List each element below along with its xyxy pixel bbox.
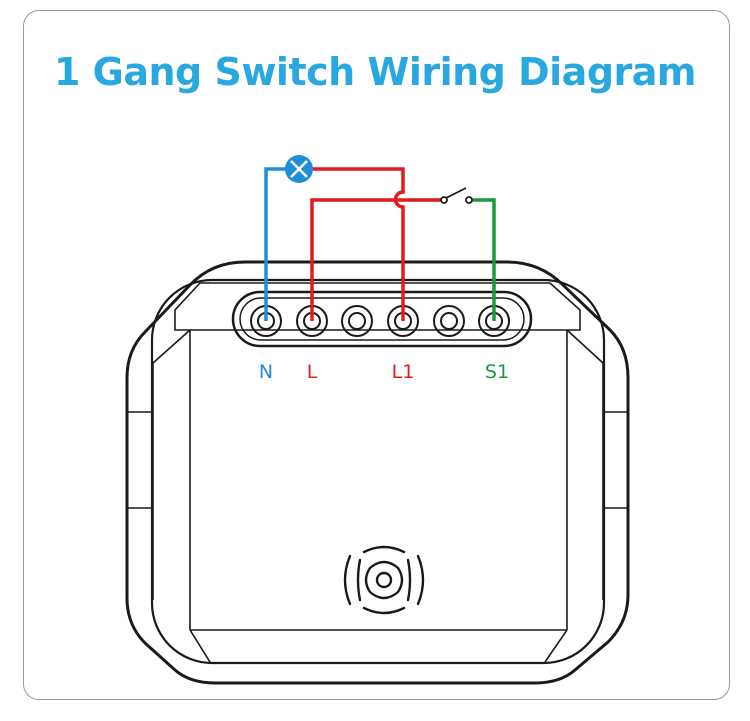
- neutral-wire: [264, 167, 286, 321]
- module-left-bevel: [152, 329, 191, 630]
- switch-contact-icon: [440, 187, 473, 204]
- terminal-screws: [250, 305, 510, 337]
- module-bottom-bevel: [189, 629, 568, 663]
- module-left-notch: [127, 411, 153, 509]
- terminal-label-s1: S1: [485, 361, 509, 383]
- switch-module: [125, 260, 630, 685]
- module-inner-face: [150, 278, 606, 665]
- switched-wire: [471, 198, 496, 321]
- lamp-cross-icon: [285, 155, 313, 183]
- module-right-notch: [603, 411, 628, 509]
- diagram-title: 1 Gang Switch Wiring Diagram: [53, 50, 697, 94]
- live-wire: [310, 198, 442, 321]
- terminal-label-n: N: [259, 361, 273, 383]
- terminal-label-l: L: [307, 361, 318, 383]
- diagram-frame: [23, 10, 730, 700]
- module-outer-shell: [125, 260, 630, 685]
- terminal-block-inner: [239, 297, 525, 341]
- terminal-block: [231, 290, 533, 348]
- module-right-bevel: [566, 329, 604, 630]
- device-logo-icon: [343, 545, 425, 615]
- terminal-label-l1: L1: [392, 361, 415, 383]
- module-top-bevel: [174, 282, 581, 331]
